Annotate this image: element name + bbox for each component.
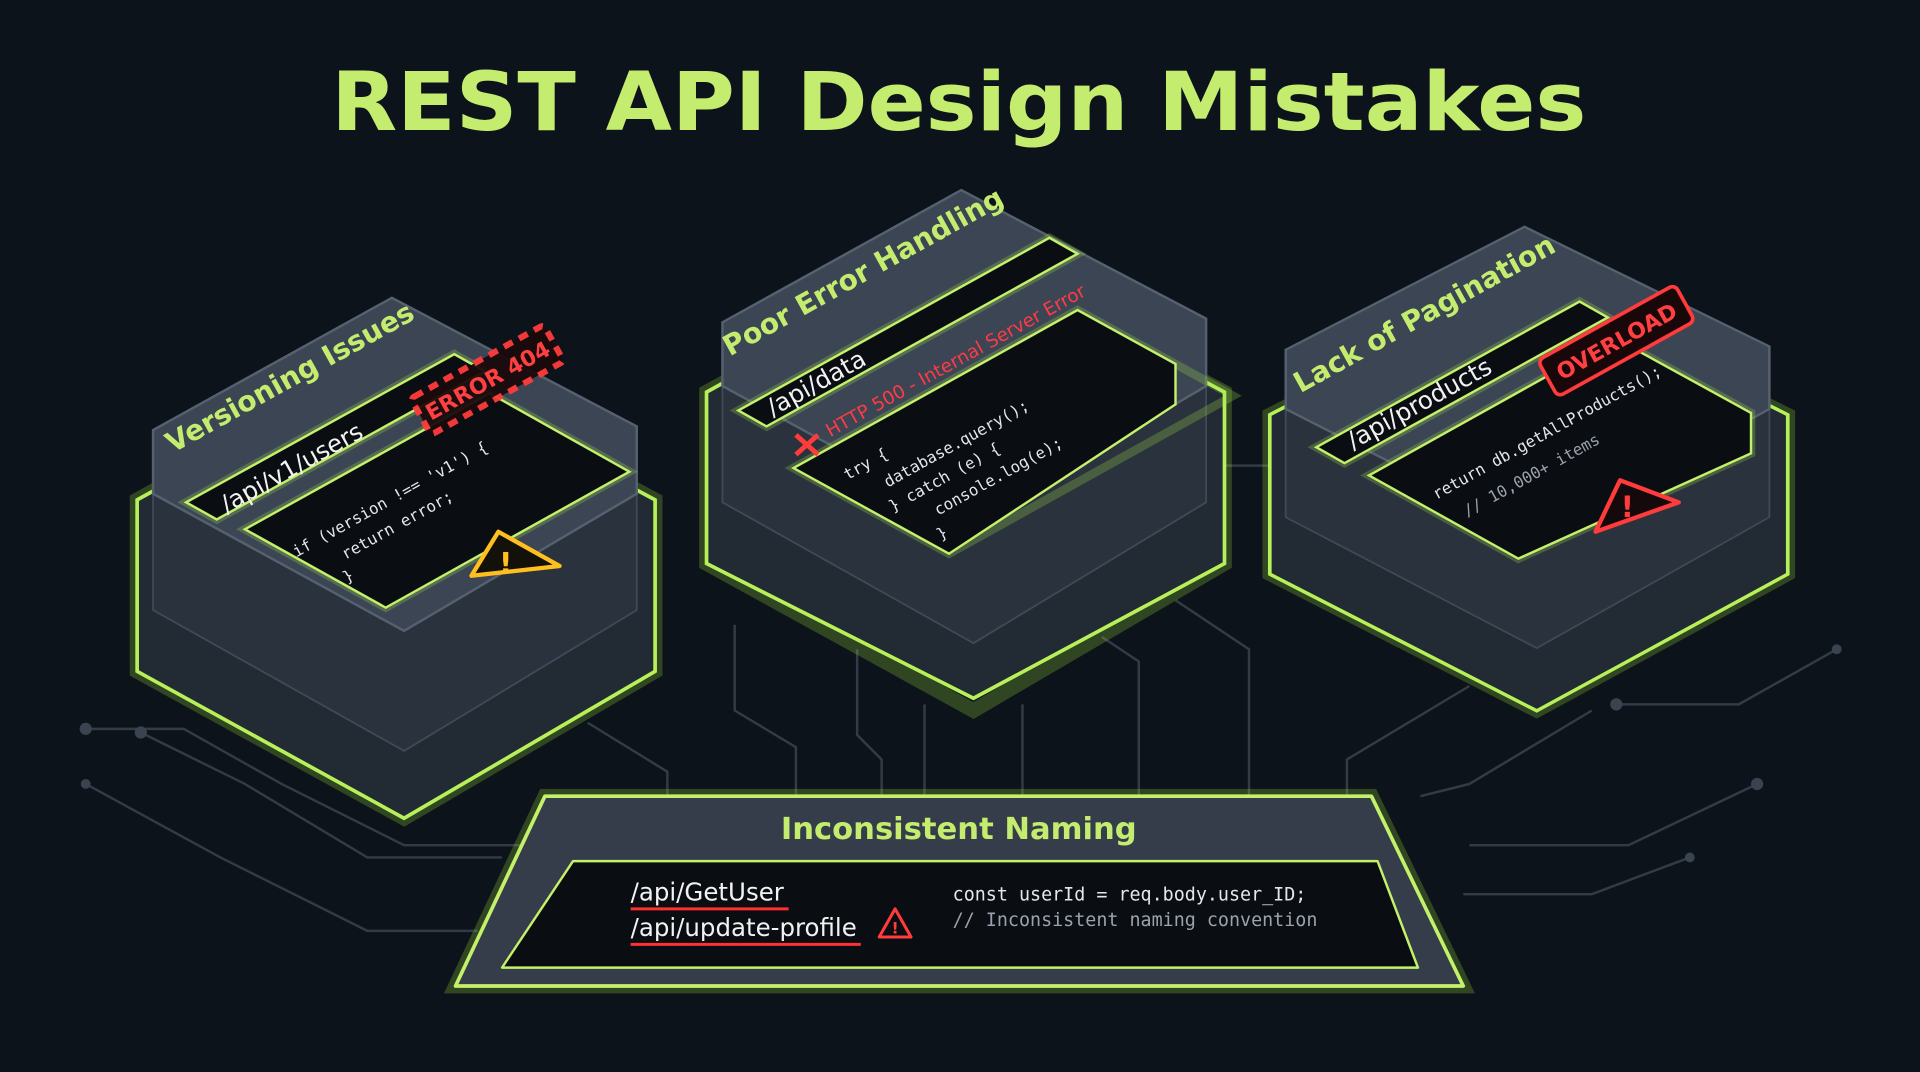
code-comment: // Inconsistent naming convention: [953, 910, 1318, 931]
warning-triangle-icon: !: [469, 529, 562, 580]
svg-text:!: !: [1621, 490, 1634, 524]
inconsistent-naming-panel: Inconsistent Naming /api/GetUser /api/up…: [443, 788, 1475, 994]
endpoint-update-profile: /api/update-profile: [631, 913, 857, 942]
card-lack-of-pagination: Lack of Pagination /api/products OVERLOA…: [1262, 225, 1796, 719]
card-poor-error-handling: Poor Error Handling /api/data HTTP 500 -…: [699, 181, 1242, 719]
x-mark-icon: [794, 433, 820, 457]
warning-triangle-icon: !: [877, 907, 913, 939]
endpoint-getuser: /api/GetUser: [631, 877, 785, 906]
warning-triangle-icon: !: [1593, 478, 1681, 534]
page-title: REST API Design Mistakes: [331, 56, 1586, 150]
panel-title: Inconsistent Naming: [781, 812, 1137, 847]
svg-text:!: !: [891, 918, 898, 937]
code-panel: [790, 308, 1177, 556]
svg-text:!: !: [499, 546, 512, 580]
card-versioning-issues: Versioning Issues /api/v1/users ERROR 40…: [129, 296, 663, 827]
code-line: const userId = req.body.user_ID;: [953, 884, 1307, 905]
code-panel: [242, 391, 632, 610]
circuit-traces: [79, 464, 1842, 933]
endpoint-bar: [1313, 300, 1611, 465]
endpoint-bar: [735, 236, 1081, 428]
